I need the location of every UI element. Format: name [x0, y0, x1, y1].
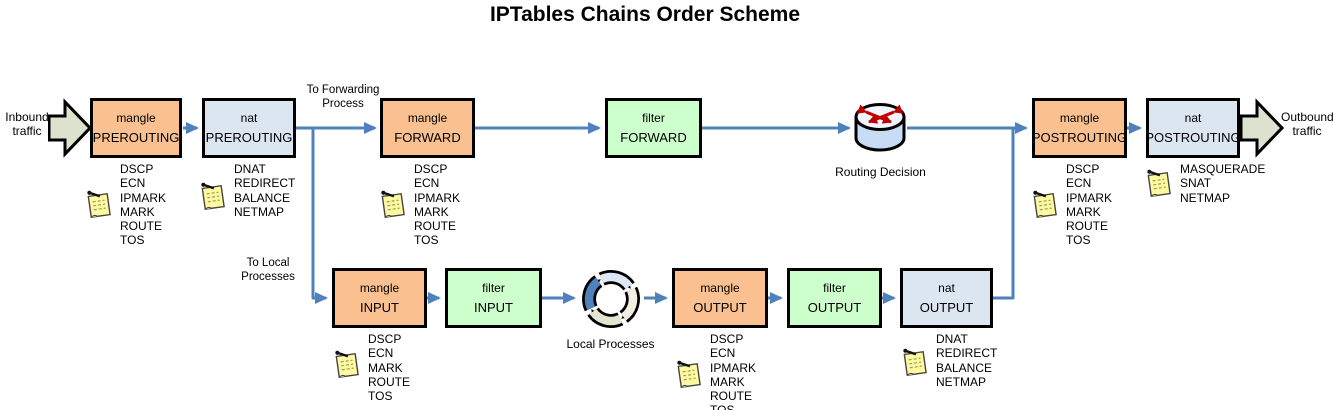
- note-mangle-prerouting: DSCP ECN IPMARK MARK ROUTE TOS: [86, 162, 166, 248]
- note-targets: DNAT REDIRECT BALANCE NETMAP: [936, 332, 998, 389]
- outbound-arrow-icon: [1240, 98, 1284, 158]
- chain-box-nat-prerouting: nat PREROUTING: [202, 98, 296, 158]
- table-label: nat: [1184, 110, 1202, 125]
- table-label: mangle: [1059, 110, 1100, 125]
- sticky-note-icon: [1146, 167, 1172, 197]
- table-label: mangle: [116, 110, 156, 125]
- chain-box-nat-postrouting: nat POSTROUTING: [1145, 98, 1241, 158]
- chain-label: INPUT: [360, 300, 399, 316]
- note-nat-postrouting: MASQUERADE SNAT NETMAP: [1146, 162, 1265, 205]
- note-targets: DSCP ECN MARK ROUTE TOS: [368, 332, 410, 404]
- chain-label: FORWARD: [620, 130, 687, 146]
- sticky-note-icon: [676, 358, 702, 388]
- to-forwarding-process-label: To Forwarding Process: [306, 84, 380, 110]
- local-processes-icon: [582, 270, 640, 328]
- sticky-note-icon: [902, 346, 928, 376]
- note-nat-prerouting: DNAT REDIRECT BALANCE NETMAP: [200, 162, 295, 219]
- table-label: mangle: [700, 280, 740, 295]
- table-label: filter: [482, 280, 505, 295]
- sticky-note-icon: [86, 188, 112, 218]
- chain-label: POSTROUTING: [1145, 130, 1241, 146]
- chain-label: PREROUTING: [92, 130, 180, 146]
- note-mangle-postrouting: DSCP ECN IPMARK MARK ROUTE TOS: [1032, 162, 1112, 248]
- chain-box-nat-output: nat OUTPUT: [900, 268, 993, 328]
- note-targets: DSCP ECN IPMARK MARK ROUTE TOS: [1066, 162, 1113, 248]
- chain-box-mangle-prerouting: mangle PREROUTING: [90, 98, 182, 158]
- inbound-traffic-label: Inbound traffic: [5, 110, 49, 138]
- note-targets: DSCP ECN IPMARK MARK ROUTE TOS: [120, 162, 167, 248]
- outbound-traffic-label: Outbound traffic: [1281, 110, 1333, 138]
- table-label: nat: [938, 280, 955, 295]
- note-nat-output: DNAT REDIRECT BALANCE NETMAP: [902, 332, 997, 389]
- to-local-processes-label: To Local Processes: [241, 257, 295, 283]
- sticky-note-icon: [334, 348, 360, 378]
- chain-box-mangle-postrouting: mangle POSTROUTING: [1032, 98, 1127, 158]
- chain-label: POSTROUTING: [1031, 130, 1128, 146]
- chain-box-mangle-forward: mangle FORWARD: [380, 98, 475, 158]
- sticky-note-icon: [200, 180, 226, 210]
- chain-label: OUTPUT: [807, 300, 862, 316]
- chain-label: OUTPUT: [919, 300, 974, 316]
- table-label: mangle: [407, 110, 448, 125]
- chain-box-filter-output: filter OUTPUT: [787, 268, 882, 328]
- page-title: IPTables Chains Order Scheme: [489, 3, 801, 26]
- sticky-note-icon: [380, 188, 406, 218]
- table-label: filter: [642, 110, 665, 125]
- chain-label: OUTPUT: [693, 300, 747, 316]
- chain-label: FORWARD: [394, 130, 461, 146]
- router-icon: [854, 103, 906, 152]
- table-label: nat: [240, 110, 258, 125]
- chain-label: INPUT: [474, 300, 513, 316]
- chain-label: PREROUTING: [205, 130, 293, 146]
- note-targets: DNAT REDIRECT BALANCE NETMAP: [234, 162, 296, 219]
- chain-box-mangle-output: mangle OUTPUT: [672, 268, 768, 328]
- chain-box-filter-input: filter INPUT: [445, 268, 542, 328]
- note-targets: DSCP ECN IPMARK MARK ROUTE TOS: [414, 162, 461, 248]
- routing-decision-label: Routing Decision: [835, 165, 926, 179]
- inbound-arrow-icon: [48, 98, 92, 158]
- chain-box-filter-forward: filter FORWARD: [605, 98, 702, 158]
- note-mangle-output: DSCP ECN IPMARK MARK ROUTE TOS: [676, 332, 756, 410]
- note-targets: DSCP ECN IPMARK MARK ROUTE TOS: [710, 332, 757, 410]
- sticky-note-icon: [1032, 188, 1058, 218]
- local-processes-label: Local Processes: [566, 337, 655, 351]
- note-mangle-forward: DSCP ECN IPMARK MARK ROUTE TOS: [380, 162, 460, 248]
- chain-box-mangle-input: mangle INPUT: [332, 268, 427, 328]
- note-mangle-input: DSCP ECN MARK ROUTE TOS: [334, 332, 410, 403]
- note-targets: MASQUERADE SNAT NETMAP: [1180, 162, 1266, 205]
- table-label: mangle: [359, 280, 400, 295]
- table-label: filter: [823, 280, 846, 295]
